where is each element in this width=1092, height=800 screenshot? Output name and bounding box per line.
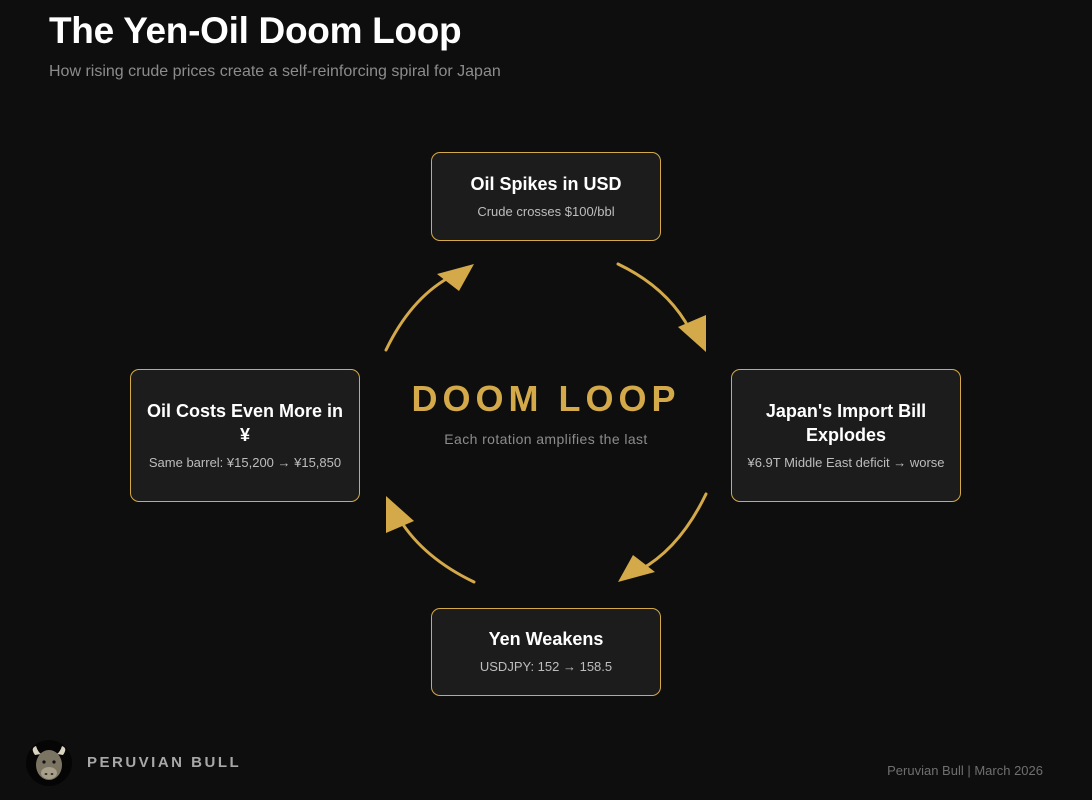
arrow-left-to-top [384, 276, 450, 352]
arrowhead-left [386, 496, 414, 533]
arrowhead-right [678, 315, 706, 352]
brand-name: PERUVIAN BULL [87, 754, 242, 771]
arrow-right-to-bottom [638, 492, 708, 572]
arrowhead-bottom [618, 555, 655, 582]
arrowhead-top [437, 264, 474, 291]
node-detail: USDJPY: 152 → 158.5 [479, 659, 613, 674]
bull-head-icon [26, 740, 72, 786]
node-title: Oil Costs Even More in ¥ [146, 400, 344, 445]
node-title: Oil Spikes in USD [470, 173, 622, 194]
node-title: Yen Weakens [488, 629, 604, 649]
credit-line: Peruvian Bull | March 2026 [887, 763, 1043, 778]
arrow-bottom-to-left [398, 518, 476, 584]
node-detail: Crude crosses $100/bbl [477, 203, 615, 219]
node-detail: ¥6.9T Middle East deficit → worse [747, 454, 945, 470]
node-yen-weakens: Yen Weakens USDJPY: 152 → 158.5 [431, 608, 661, 696]
center-title: DOOM LOOP [411, 378, 681, 419]
page-title: The Yen-Oil Doom Loop [49, 10, 462, 51]
node-import-bill: Japan's Import Bill Explodes ¥6.9T Middl… [731, 369, 961, 502]
center-subtitle: Each rotation amplifies the last [444, 431, 648, 447]
node-detail: Same barrel: ¥15,200 → ¥15,850 [148, 454, 342, 470]
node-title: Japan's Import Bill Explodes [765, 400, 927, 445]
node-oil-spikes: Oil Spikes in USD Crude crosses $100/bbl [431, 152, 661, 241]
page-subtitle: How rising crude prices create a self-re… [49, 63, 501, 80]
arrow-top-to-right [616, 262, 692, 332]
node-oil-costs-yen: Oil Costs Even More in ¥ Same barrel: ¥1… [130, 369, 360, 502]
